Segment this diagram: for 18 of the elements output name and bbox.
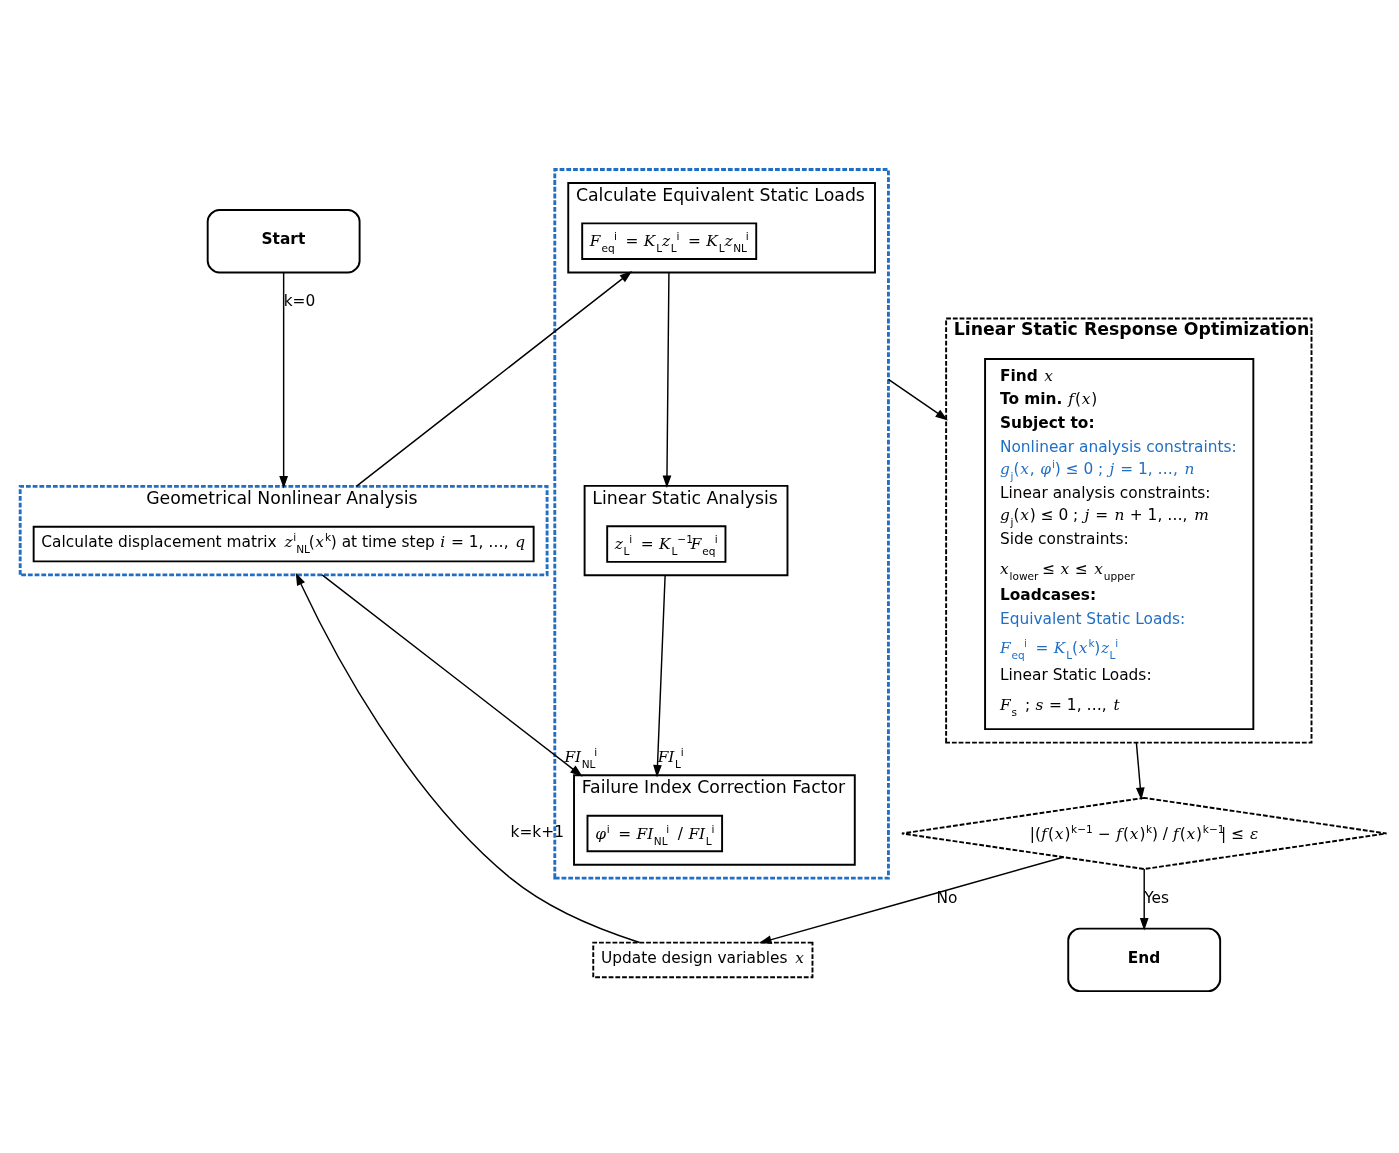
node-box: Calculate displacement matrix z$^{i}$$_{NL}$(x$^{k}$) at time step i = 1, …, q bbox=[32, 525, 535, 563]
node-diamond: |(f(x)$^{k−1}$ − f(x)$^{k}$) / f(x)$^{k−1}$| ≤ ε bbox=[900, 796, 1388, 870]
node-box: Start bbox=[206, 208, 361, 274]
edge-label: k=k+1 bbox=[510, 823, 564, 842]
node-box: End bbox=[1067, 927, 1222, 993]
edge-label: No bbox=[936, 888, 958, 907]
arrow bbox=[887, 378, 948, 421]
arrow bbox=[321, 574, 583, 777]
arrow bbox=[355, 271, 633, 488]
arrow bbox=[279, 271, 289, 489]
arrow bbox=[1139, 868, 1149, 931]
arrow bbox=[1135, 741, 1145, 801]
edge-label: k=0 bbox=[283, 291, 316, 310]
arrow bbox=[662, 271, 672, 489]
arrow bbox=[295, 572, 641, 944]
arrow bbox=[759, 856, 1064, 944]
arrow bbox=[653, 574, 666, 778]
node-box: Update design variables x bbox=[592, 941, 814, 979]
